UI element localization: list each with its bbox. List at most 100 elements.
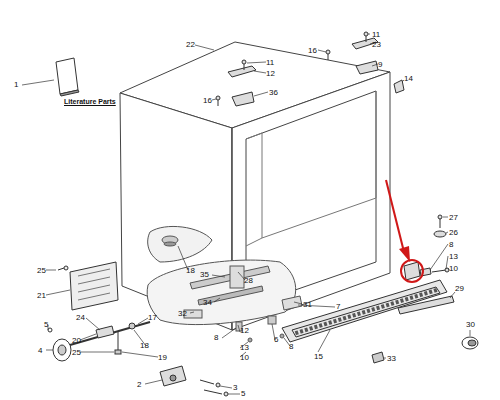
leader-lines: [228, 394, 240, 395]
hinge-parts: [216, 96, 220, 100]
part-label: Literature Parts: [64, 97, 116, 106]
callout-number: 11: [266, 58, 274, 67]
leader-lines: [402, 80, 404, 82]
rear-roller: [96, 326, 114, 338]
rear-roller: [48, 328, 52, 332]
callout-number: 8: [214, 333, 218, 342]
front-leveler: [204, 390, 222, 394]
leader-lines: [46, 270, 56, 271]
callout-number: 23: [372, 40, 381, 49]
base-cutout: [280, 334, 284, 338]
callout-number: 7: [336, 302, 340, 311]
base-cutout: [282, 296, 302, 310]
callout-number: 12: [240, 326, 249, 335]
leader-lines: [138, 318, 148, 324]
right-hinge-parts: [432, 270, 446, 272]
callout-number: 13: [240, 343, 249, 352]
callout-number: 16: [308, 46, 317, 55]
callout-number: 18: [186, 266, 195, 275]
highlight: [386, 180, 423, 282]
hinge-parts: [326, 50, 330, 54]
leader-lines: [430, 244, 448, 270]
leader-lines: [247, 62, 266, 63]
leader-lines: [212, 275, 225, 277]
hinge-parts: [244, 64, 245, 70]
leader-lines: [86, 318, 100, 330]
right-hinge-parts: [404, 262, 420, 280]
callout-number: 8: [289, 342, 293, 351]
rear-bracket: [70, 262, 118, 310]
callout-number: 25: [72, 348, 81, 357]
rear-roller: [129, 323, 135, 329]
leader-lines: [195, 45, 214, 50]
callout-number: 8: [449, 240, 453, 249]
callout-number: 25: [37, 266, 46, 275]
front-leveler: [216, 383, 220, 387]
cabinet: [246, 238, 262, 246]
hinge-parts: [242, 60, 246, 64]
callout-number: 19: [158, 353, 167, 362]
callout-number: 29: [455, 284, 464, 293]
cabinet: [120, 42, 390, 330]
highlight: [386, 180, 404, 252]
rear-bracket: [64, 266, 68, 270]
rear-roller: [48, 322, 150, 361]
right-hinge-parts: [404, 215, 449, 280]
leader-lines: [294, 302, 302, 304]
leader-lines: [80, 334, 96, 340]
callout-number: 2: [137, 380, 141, 389]
base-cutout: [268, 316, 276, 324]
cabinet: [376, 91, 377, 198]
callout-number: 10: [240, 353, 249, 362]
leader-lines: [372, 64, 378, 66]
leader-lines: [384, 358, 386, 359]
hinge-parts: [356, 61, 378, 74]
callout-number: 33: [387, 354, 396, 363]
rod-and-cap: [398, 296, 454, 314]
leader-lines: [443, 217, 448, 218]
callout-number: 32: [178, 309, 187, 318]
leader-lines: [214, 298, 220, 302]
callout-number: 3: [233, 383, 237, 392]
callout-number: 15: [314, 352, 323, 361]
front-leveler: [200, 380, 214, 384]
leader-lines: [318, 50, 326, 52]
cabinet: [246, 133, 376, 238]
callout-number: 22: [186, 40, 195, 49]
callout-number: 16: [203, 96, 212, 105]
callout-number: 17: [148, 313, 157, 322]
leader-lines: [46, 350, 53, 351]
literature-booklet: [56, 58, 78, 94]
callout-number: 18: [140, 341, 149, 350]
rear-bracket: [58, 262, 118, 310]
leader-lines: [145, 380, 162, 384]
rod-and-cap: [462, 337, 478, 349]
leader-lines: [450, 292, 455, 298]
leader-lines: [220, 386, 232, 388]
front-leveler: [224, 392, 228, 396]
leader-lines: [212, 99, 216, 100]
rear-roller: [70, 322, 150, 345]
rear-roller: [53, 339, 71, 361]
side-cutout: [148, 226, 212, 262]
front-leveler: [160, 366, 228, 396]
base-cutout: [147, 260, 296, 325]
base-cutout: [248, 338, 252, 342]
callout-number: 26: [449, 228, 458, 237]
toe-grille: [282, 280, 447, 342]
callout-number: 4: [38, 346, 42, 355]
callout-number: 11: [372, 30, 380, 39]
hinge-parts: [366, 36, 367, 42]
hinge-parts: [216, 32, 404, 106]
callout-number: 20: [72, 336, 81, 345]
right-hinge-parts: [434, 231, 446, 237]
right-hinge-parts: [445, 268, 449, 272]
front-leveler: [160, 366, 186, 386]
leader-lines: [238, 272, 245, 280]
leader-lines: [22, 80, 54, 85]
callout-number: 35: [200, 270, 209, 279]
callout-number: 10: [449, 264, 458, 273]
leader-lines: [222, 328, 236, 338]
toe-grille: [372, 352, 384, 363]
